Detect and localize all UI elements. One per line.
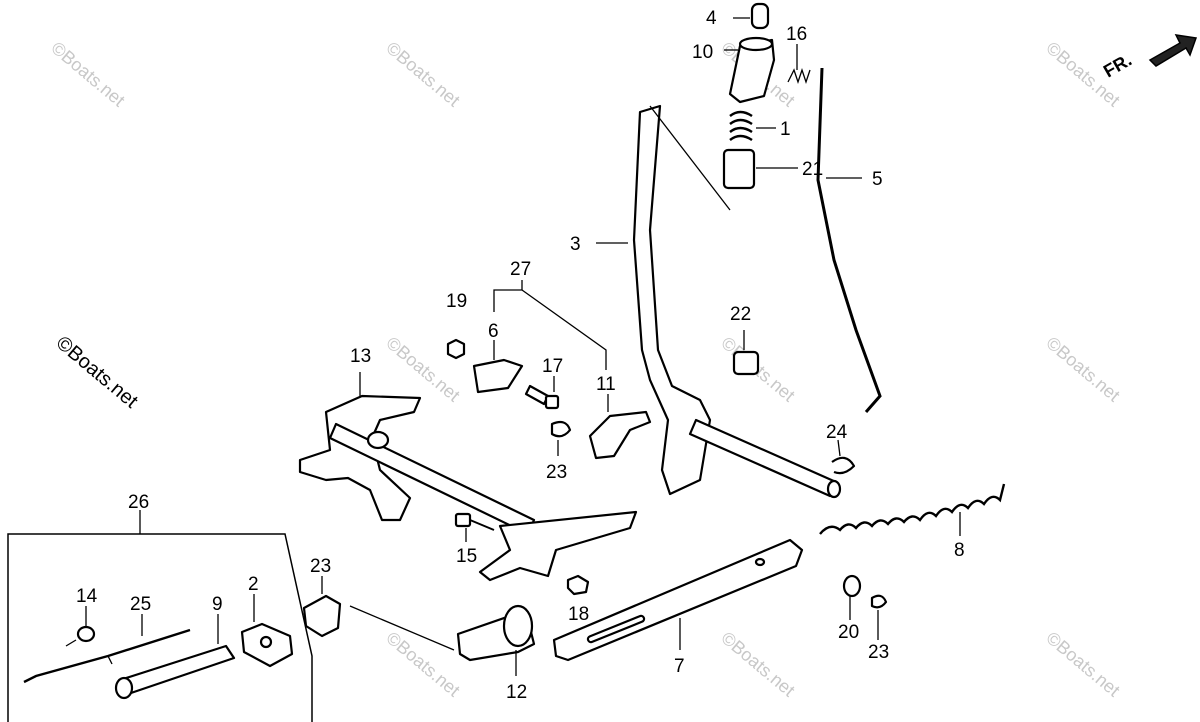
part-18-nut [566, 574, 590, 596]
part-11-plate [588, 394, 652, 460]
callout-3: 3 [570, 234, 581, 255]
part-23-clip-upper [550, 420, 572, 456]
callout-25: 25 [130, 594, 151, 615]
part-25-wire [23, 614, 191, 684]
callout-11: 11 [596, 374, 616, 395]
callout-27: 27 [510, 259, 531, 280]
part-22-block [732, 330, 760, 376]
callout-5: 5 [872, 169, 883, 190]
callout-23-right: 23 [868, 642, 889, 663]
front-direction-indicator: FR. [1100, 34, 1198, 82]
watermark: ©Boats.net [382, 628, 463, 701]
callout-23-upper: 23 [546, 462, 567, 483]
watermark: ©Boats.net [47, 38, 128, 111]
part-12-bushing [349, 604, 536, 676]
callout-19: 19 [446, 291, 467, 312]
callout-7: 7 [674, 656, 685, 677]
part-6-block [472, 340, 524, 394]
callout-13: 13 [350, 346, 371, 367]
part-3-lever [596, 104, 731, 496]
watermarks: ©Boats.net ©Boats.net ©Boats.net ©Boats.… [47, 38, 1123, 701]
part-27-group-line [493, 280, 607, 370]
callout-9: 9 [212, 594, 223, 615]
part-2-plate [240, 594, 294, 668]
callout-21: 21 [802, 159, 823, 180]
callout-14: 14 [76, 586, 98, 607]
callout-15: 15 [456, 546, 477, 567]
shaft-end-bracket [478, 510, 638, 582]
part-1-spring [729, 110, 776, 142]
callout-12: 12 [506, 682, 527, 703]
callout-1: 1 [780, 119, 791, 140]
part-13-bracket [298, 372, 536, 536]
part-5-rod [816, 67, 882, 413]
callout-20: 20 [838, 622, 859, 643]
callout-numbers: 4 16 10 1 21 5 3 27 19 6 17 22 13 11 23 … [76, 8, 965, 703]
callout-16: 16 [786, 24, 807, 45]
watermark: ©Boats.net [717, 628, 798, 701]
front-direction-label: FR. [1100, 50, 1135, 82]
brand-watermark: ©Boats.net [52, 332, 143, 413]
part-7-link [552, 538, 804, 662]
part-20-washer [842, 574, 862, 620]
part-16-spring [787, 44, 811, 85]
callout-24: 24 [826, 422, 848, 443]
part-23-clip-lower [302, 576, 342, 638]
lever-shaft [688, 418, 842, 499]
watermark: ©Boats.net [382, 38, 463, 111]
callout-6: 6 [488, 321, 499, 342]
watermark: ©Boats.net [1042, 628, 1123, 701]
watermark: ©Boats.net [1042, 333, 1123, 406]
callout-4: 4 [706, 8, 717, 29]
callout-8: 8 [954, 540, 965, 561]
part-10-grip [724, 36, 776, 104]
part-9-pin [114, 614, 236, 700]
part-21-sleeve [722, 148, 798, 190]
callout-10: 10 [692, 42, 713, 63]
callout-22: 22 [730, 304, 751, 325]
part-4-cap [733, 2, 770, 30]
part-23-clip-right [870, 594, 888, 640]
part-24-clip [831, 439, 856, 475]
part-19-nut [446, 338, 466, 360]
front-arrow-icon [1148, 34, 1198, 67]
callout-2: 2 [248, 574, 259, 595]
callout-18: 18 [568, 604, 589, 625]
callout-17: 17 [542, 356, 563, 377]
callout-26: 26 [128, 492, 149, 513]
part-14-screw [65, 606, 96, 647]
part-8-spring [819, 483, 1006, 536]
part-17-bolt [524, 376, 560, 410]
part-15-bolt [454, 512, 495, 542]
part-26-kit-box [7, 510, 313, 722]
callout-23-lower: 23 [310, 556, 331, 577]
